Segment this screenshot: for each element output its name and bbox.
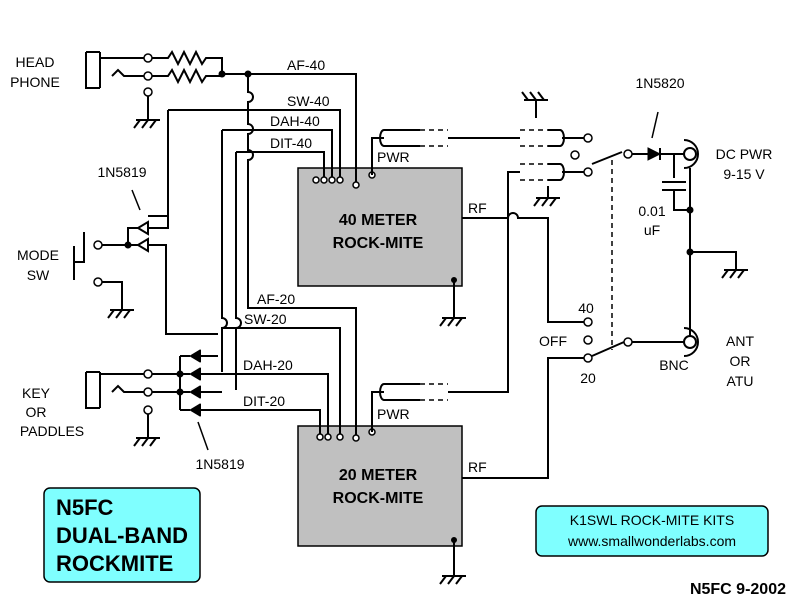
title-line-3: ROCKMITE — [56, 551, 173, 576]
label-dit20: DIT-20 — [243, 393, 285, 409]
title-line-2: DUAL-BAND — [56, 523, 188, 548]
label-ant: ANT — [726, 333, 754, 349]
label-rf-40: RF — [468, 200, 487, 216]
label-head: HEAD — [16, 54, 55, 70]
module-40m-box — [297, 167, 463, 287]
label-sw20: SW-20 — [244, 311, 287, 327]
label-atu: ATU — [727, 373, 754, 389]
label-sw-40: 40 — [578, 300, 594, 316]
label-key: KEY — [22, 385, 51, 401]
label-dc-pwr: DC PWR — [716, 146, 773, 162]
label-dah40: DAH-40 — [270, 113, 320, 129]
resistor-top — [152, 49, 223, 76]
module-40m-title: 40 METER — [339, 212, 418, 229]
label-or: OR — [26, 404, 47, 420]
title-line-1: N5FC — [56, 495, 114, 520]
label-af20: AF-20 — [257, 291, 295, 307]
label-diode-mode: 1N5819 — [97, 164, 146, 180]
label-diode-pwr: 1N5820 — [635, 75, 684, 91]
label-pwr-20: PWR — [377, 406, 410, 422]
resistor-bottom — [152, 67, 222, 85]
label-sw-20: 20 — [580, 370, 596, 386]
label-dah20: DAH-20 — [243, 357, 293, 373]
module-20m-title: 20 METER — [339, 467, 418, 484]
label-phone: PHONE — [10, 74, 60, 90]
title-box — [43, 487, 201, 583]
mode-switch — [73, 189, 218, 335]
module-20m-box — [297, 425, 463, 547]
label-cap-unit: uF — [644, 222, 660, 238]
module-20m-subtitle: ROCK-MITE — [333, 490, 424, 507]
dc-power-jack — [683, 139, 699, 169]
label-dit40: DIT-40 — [270, 135, 312, 151]
label-ant-or: OR — [730, 353, 751, 369]
label-rf-20: RF — [468, 459, 487, 475]
footer-credit: N5FC 9-2002 — [690, 581, 786, 598]
label-pwr-40: PWR — [377, 149, 410, 165]
module-40m-subtitle: ROCK-MITE — [333, 235, 424, 252]
label-paddles: PADDLES — [20, 423, 84, 439]
label-mode: MODE — [17, 247, 59, 263]
label-mode-sw: SW — [27, 267, 50, 283]
label-sw-off: OFF — [539, 333, 567, 349]
kits-line-2: www.smallwonderlabs.com — [567, 533, 736, 549]
label-sw40: SW-40 — [287, 93, 330, 109]
label-dc-volts: 9-15 V — [723, 166, 765, 182]
label-diode-key: 1N5819 — [195, 456, 244, 472]
headphone-jack — [85, 49, 252, 129]
label-cap-value: 0.01 — [638, 203, 665, 219]
label-bnc: BNC — [659, 357, 689, 373]
key-jack — [85, 349, 329, 451]
label-af40: AF-40 — [287, 57, 325, 73]
kits-line-1: K1SWL ROCK-MITE KITS — [570, 512, 734, 528]
kits-box — [535, 505, 769, 557]
